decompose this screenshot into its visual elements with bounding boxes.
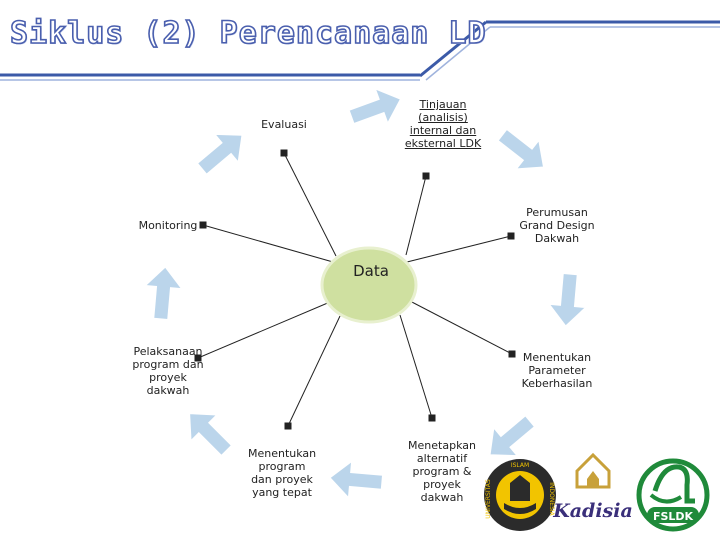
cycle-arrow-4 xyxy=(489,415,536,457)
connector-parameter xyxy=(407,299,516,358)
node-monitoring: Monitoring xyxy=(138,219,198,232)
center-node-label: Data xyxy=(353,262,389,280)
uii-ring-top-text: ISLAM xyxy=(511,462,529,469)
slide-title: Siklus (2) Perencanaan LD xyxy=(9,15,487,52)
node-evaluasi: Evaluasi xyxy=(261,118,307,131)
cycle-arrow-2 xyxy=(497,128,545,170)
node-menetapkan: Menetapkan alternatif program & proyek d… xyxy=(408,439,476,504)
cycle-arrow-5 xyxy=(329,460,384,499)
cycle-arrow-7 xyxy=(144,266,183,321)
uii-ring-left-text: UNIVERSITAS xyxy=(485,479,492,519)
connector-pelaksanaan xyxy=(194,301,331,362)
connector-menentukan-program xyxy=(284,315,341,430)
cycle-arrow-8 xyxy=(196,133,243,175)
kadisia-logo: Kadisia xyxy=(552,452,633,522)
uii-logo: UNIVERSITAS ISLAM INDONESIA xyxy=(484,459,556,531)
cycle-arrow-1 xyxy=(348,88,402,125)
connector-monitoring xyxy=(199,221,334,263)
connector-menetapkan xyxy=(399,314,436,422)
node-pelaksanaan: Pelaksanaan program dan proyek dakwah xyxy=(132,345,204,397)
fsldk-wordmark: FSLDK xyxy=(653,510,694,523)
center-node xyxy=(320,246,418,324)
node-menentukan-program: Menentukan program dan proyek yang tepat xyxy=(248,447,317,499)
connector-tinjauan xyxy=(405,172,430,256)
node-parameter: Menentukan Parameter Keberhasilan xyxy=(521,351,593,390)
fsldk-logo: FSLDK xyxy=(636,458,710,532)
uii-ring-right-text: INDONESIA xyxy=(548,482,555,516)
connector-perumusan xyxy=(406,232,515,263)
node-perumusan: Perumusan Grand Design Dakwah xyxy=(519,206,595,245)
kadisia-wordmark: Kadisia xyxy=(552,500,633,522)
cycle-arrow-3 xyxy=(548,272,587,327)
connector-evaluasi xyxy=(280,149,337,257)
node-tinjauan[interactable]: Tinjauan (analisis) internal dan ekstern… xyxy=(404,98,482,150)
header-decoration xyxy=(0,20,720,81)
cycle-arrow-6 xyxy=(189,413,233,457)
